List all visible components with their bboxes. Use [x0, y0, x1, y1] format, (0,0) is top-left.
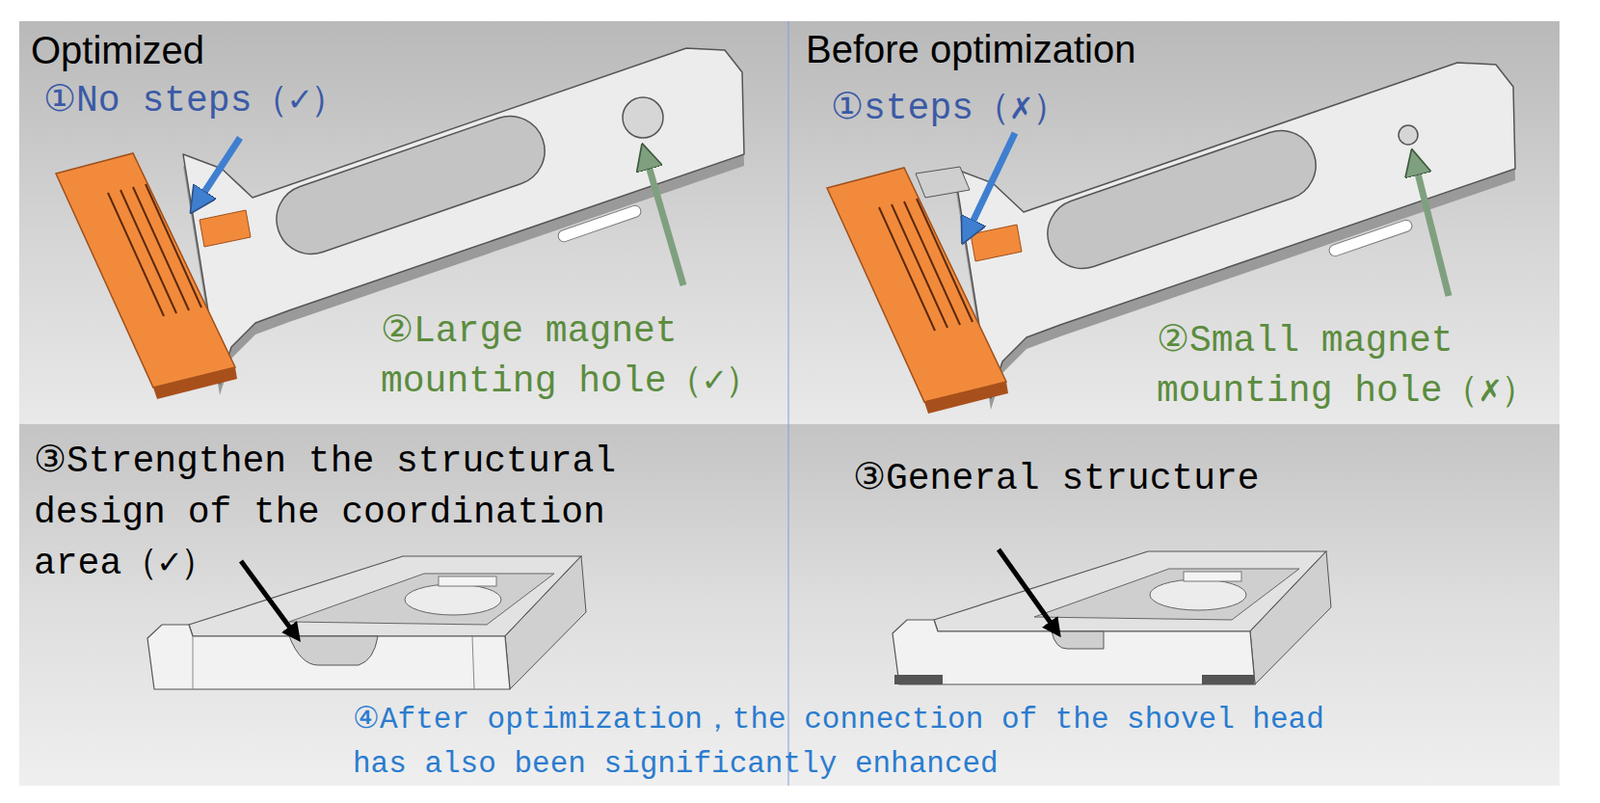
drawing-polygon	[1250, 551, 1332, 685]
panel: ③General structure	[788, 424, 1560, 786]
drawing-polygon	[1034, 568, 1300, 620]
drawing-line	[120, 189, 177, 314]
drawing-ellipse	[1149, 579, 1247, 611]
drawing-rect	[556, 204, 642, 244]
drawing-rect	[266, 106, 555, 264]
leader-arrow	[240, 560, 295, 635]
panel-divider	[788, 21, 790, 786]
drawing-circle	[622, 97, 664, 138]
drawing-rect	[894, 674, 943, 685]
callout-text: ②Small magnet mounting hole（✗）	[1156, 316, 1552, 417]
drawing-polygon	[954, 74, 1516, 410]
drawing-rect	[438, 576, 497, 587]
leader-arrow	[967, 133, 1015, 233]
drawing-polygon	[55, 153, 236, 388]
scraper-tool-optimized	[55, 48, 745, 400]
note-text: ④After optimization，the connection of th…	[352, 697, 1346, 787]
panel-title: Before optimization	[805, 24, 1136, 75]
callout-text: ③Strengthen the structural design of the…	[33, 435, 651, 589]
drawing-polygon	[147, 624, 510, 690]
drawing-polygon	[289, 573, 555, 625]
drawing-polygon	[892, 619, 1255, 685]
leader-arrow	[1414, 161, 1449, 296]
callout-text: ①steps（✗）	[830, 84, 1069, 133]
callout-text: ①No steps（✓）	[43, 77, 347, 125]
drawing-line	[916, 198, 973, 322]
panel: ③Strengthen the structural design of the…	[19, 424, 789, 786]
panel: Optimized①No steps（✓） ②Large magnet mount…	[19, 21, 789, 425]
callout-text: ③General structure	[853, 454, 1260, 503]
mount-part-optimized	[147, 556, 587, 690]
leader-arrow	[645, 156, 684, 286]
drawing-rect	[1201, 674, 1254, 685]
leader-arrow	[998, 549, 1056, 630]
drawing-polygon	[915, 166, 970, 198]
drawing-line	[891, 204, 948, 328]
drawing-polygon	[183, 48, 745, 384]
drawing-polygon	[933, 551, 1327, 632]
drawing-polygon	[188, 556, 582, 637]
drawing-line	[904, 201, 960, 325]
callout-text: ②Large magnet mounting hole（✓）	[380, 306, 786, 407]
drawing-line	[192, 636, 194, 690]
drawing-line	[879, 207, 935, 331]
drawing-line	[472, 636, 475, 690]
drawing-line	[145, 184, 202, 308]
drawing-circle	[1398, 125, 1418, 145]
drawing-ellipse	[404, 584, 502, 615]
drawing-polygon	[826, 167, 1007, 402]
drawing-rect	[1183, 571, 1242, 582]
drawing-polygon	[954, 62, 1516, 399]
drawing-polygon	[183, 59, 745, 396]
scraper-tool-before	[826, 62, 1516, 414]
drawing-polygon	[924, 381, 1009, 414]
panel-title: Optimized	[30, 25, 205, 76]
drawing-path	[1051, 631, 1104, 649]
panel: Before optimization ①steps（✗） ②Small magne…	[788, 21, 1560, 425]
drawing-line	[133, 186, 189, 311]
leader-arrow	[197, 137, 240, 203]
drawing-line	[107, 192, 164, 317]
drawing-polygon	[970, 224, 1022, 262]
mount-part-before	[892, 551, 1332, 685]
drawing-rect	[1038, 121, 1326, 278]
drawing-path	[289, 636, 378, 666]
drawing-polygon	[153, 367, 238, 400]
drawing-polygon	[199, 210, 251, 247]
drawing-rect	[1327, 218, 1414, 259]
drawing-polygon	[505, 556, 587, 690]
